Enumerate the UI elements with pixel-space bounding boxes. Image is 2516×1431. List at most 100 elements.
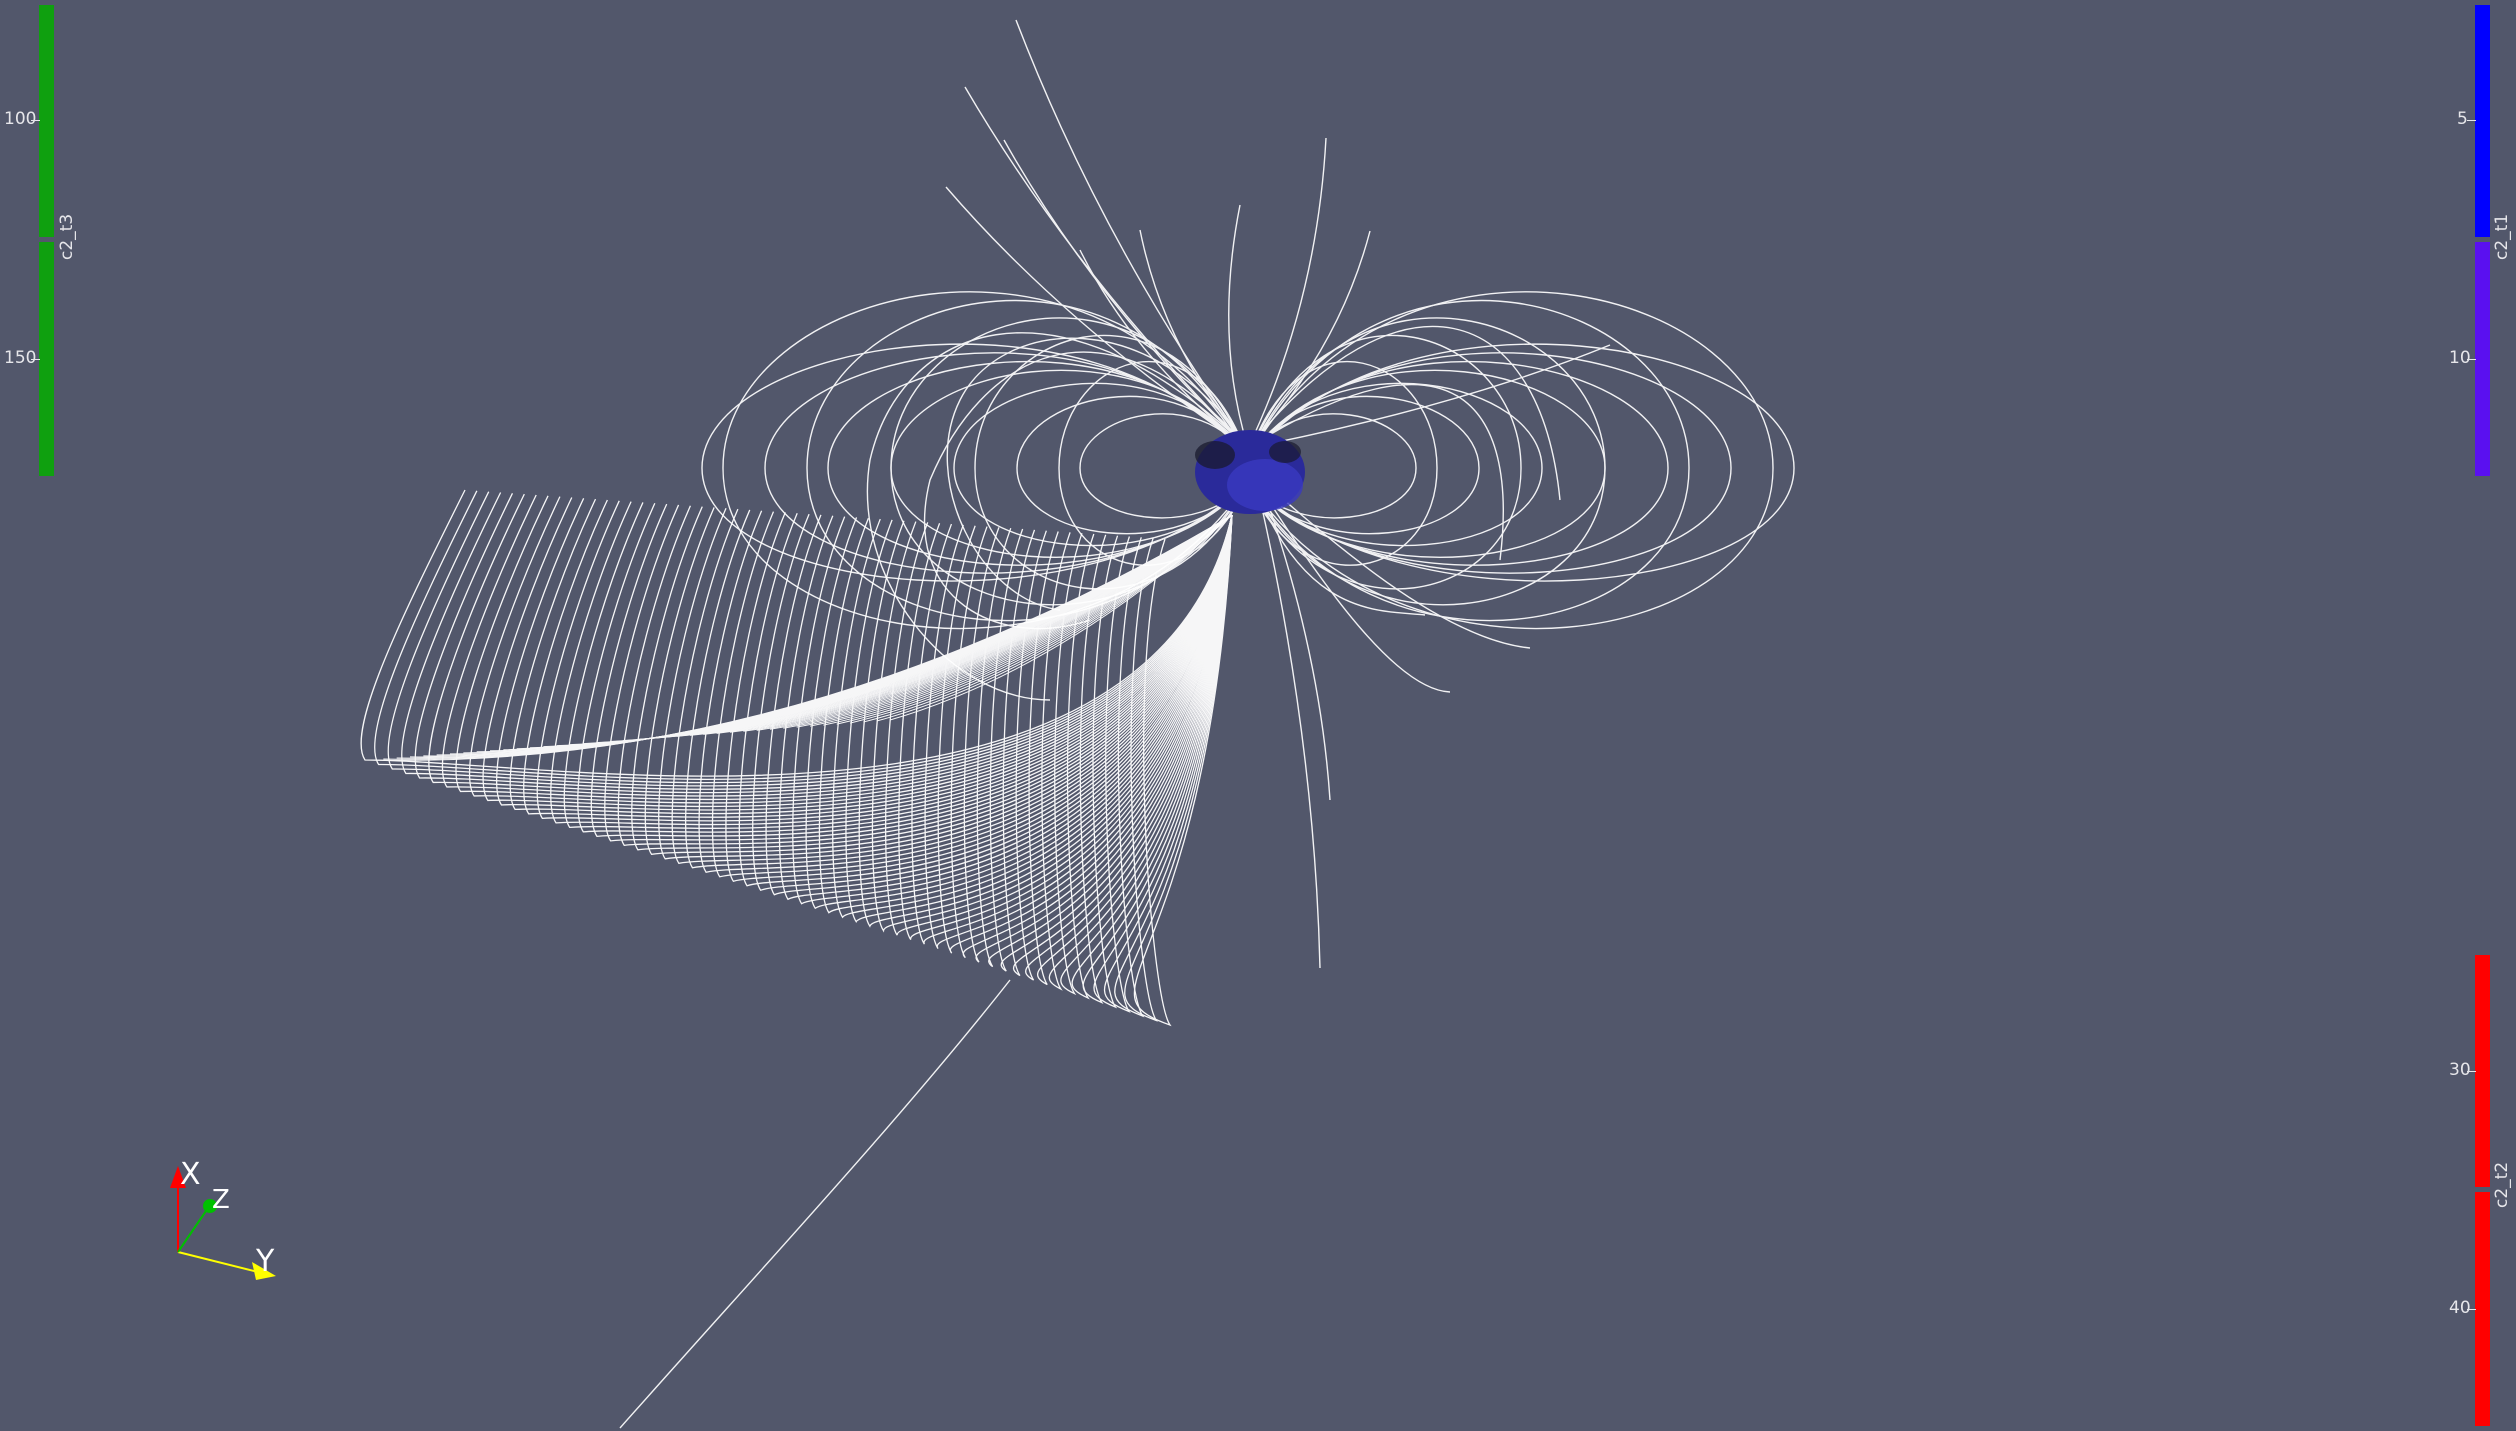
fan-line-57 [1114, 514, 1233, 1018]
streamline-arc-28 [1247, 383, 1504, 561]
colorbar-c2-t2-tick-2: 40 [2449, 1298, 2471, 1318]
colorbar-c2-t1-tickmark-1 [2467, 120, 2476, 121]
streamline-loop-12 [701, 343, 1249, 582]
fan-inner-35 [836, 514, 1233, 725]
streamline-tail [619, 979, 1011, 1429]
fan-line-25 [698, 510, 1233, 874]
fan-line-44 [950, 514, 1233, 959]
fan-line-29 [752, 513, 1233, 892]
streamline-loop-13 [1247, 343, 1795, 582]
fan-inner-33 [809, 514, 1233, 727]
fan-inner-37 [863, 514, 1233, 723]
colorbar-c2-t2-title: c2_t2 [2492, 1161, 2512, 1208]
axis-x-cone [170, 1166, 186, 1188]
fan-line-30 [765, 514, 1233, 896]
axis-y-label: Y [256, 1244, 275, 1279]
streamline-loop-1 [1247, 413, 1417, 519]
colorbar-c2-t3-title: c2_t3 [57, 213, 77, 260]
central-body [1195, 430, 1305, 514]
fan-line-27 [725, 512, 1233, 883]
fan-line-13 [536, 500, 1233, 822]
fan-line-9 [482, 497, 1233, 808]
streamline-arc-30 [1247, 467, 1451, 693]
colorbar-c2-t2-segment-1 [2475, 955, 2490, 1187]
fan-line-8 [468, 496, 1233, 804]
colorbar-c2-t2-segment-2 [2475, 1192, 2490, 1426]
streamline-open-37 [1247, 230, 1371, 449]
fan-line-50 [1028, 514, 1233, 986]
fan-line-22 [658, 508, 1233, 860]
colorbar-c2-t2-tickmark-2 [2467, 1309, 2476, 1310]
fan-line-42 [924, 514, 1233, 950]
fan-inner-26 [716, 514, 1233, 734]
fan-line-54 [1079, 514, 1233, 1004]
fan-line-0 [360, 489, 1233, 777]
axis-z-line [177, 1207, 209, 1253]
streamline-open-34 [1003, 139, 1249, 449]
fan-inner-36 [849, 514, 1233, 724]
colorbar-c2-t1-tickmark-2 [2467, 359, 2476, 360]
fan-line-53 [1066, 514, 1233, 1000]
fan-line-58 [1124, 514, 1233, 1022]
fan-line-2 [387, 491, 1233, 784]
central-body-shadow-1 [1195, 441, 1235, 469]
streamline-loop-23 [1247, 291, 1774, 630]
colorbar-c2-t2-tickmark-1 [2467, 1071, 2476, 1072]
streamline-loop-22 [722, 291, 1249, 630]
fan-line-32 [792, 514, 1233, 905]
colorbar-c2-t2-tick-1: 30 [2449, 1060, 2471, 1080]
fan-line-4 [414, 493, 1233, 790]
streamline-open-41 [1247, 447, 1321, 969]
fan-line-18 [604, 504, 1233, 842]
fan-inner-27 [729, 514, 1233, 733]
fan-line-46 [976, 514, 1233, 968]
axis-y-line [177, 1251, 259, 1273]
fan-line-16 [577, 503, 1233, 833]
fan-inner-29 [756, 514, 1233, 731]
streamline-loop-15 [1247, 360, 1438, 566]
fan-line-55 [1092, 514, 1233, 1009]
streamline-loop-4 [953, 382, 1249, 547]
colorbar-c2-t1-segment-1 [2475, 5, 2490, 237]
colorbar-c2-t1-tick-1: 5 [2457, 109, 2468, 129]
fan-inner-32 [796, 514, 1233, 728]
streamline-open-32 [1015, 19, 1249, 449]
colorbar-c2-t3-segment-1 [39, 5, 54, 237]
fan-line-15 [563, 502, 1233, 829]
streamline-open-36 [1247, 137, 1327, 449]
streamline-loop-11 [1247, 352, 1732, 574]
streamline-loop-0 [1079, 413, 1249, 519]
fan-line-20 [631, 506, 1233, 851]
streamline-loop-10 [764, 352, 1249, 574]
fan-line-40 [898, 514, 1233, 941]
streamline-loop-3 [1247, 395, 1480, 535]
fan-inner-31 [783, 514, 1233, 729]
colorbar-c2-t1-title: c2_t1 [2492, 213, 2512, 260]
fan-line-51 [1041, 514, 1233, 991]
streamline-fan-sheet [360, 489, 1233, 1027]
fan-line-43 [937, 514, 1233, 954]
orientation-axes-widget [170, 1166, 276, 1280]
fan-line-45 [963, 514, 1233, 963]
fan-line-48 [1002, 514, 1233, 977]
streamline-loop-2 [1016, 395, 1249, 535]
fan-line-10 [496, 498, 1233, 811]
fan-inner-34 [823, 514, 1233, 726]
streamline-loop-17 [1247, 334, 1522, 590]
fan-inner-25 [703, 514, 1233, 735]
streamline-loop-9 [1247, 360, 1669, 566]
central-body-highlight [1227, 459, 1303, 511]
fan-line-56 [1104, 514, 1233, 1013]
axis-x-label: X [180, 1157, 201, 1192]
fan-line-3 [401, 492, 1233, 787]
fan-inner-28 [743, 514, 1233, 732]
colorbar-c2-t3-tickmark-1 [31, 120, 40, 121]
streamline-arc-31 [1247, 467, 1426, 616]
fan-line-31 [778, 514, 1233, 901]
streamline-open-33 [964, 86, 1249, 449]
axis-z-cone [203, 1199, 217, 1213]
fan-line-24 [685, 509, 1233, 869]
streamline-arc-25 [923, 351, 1249, 630]
axis-z-label: Z [212, 1185, 230, 1215]
